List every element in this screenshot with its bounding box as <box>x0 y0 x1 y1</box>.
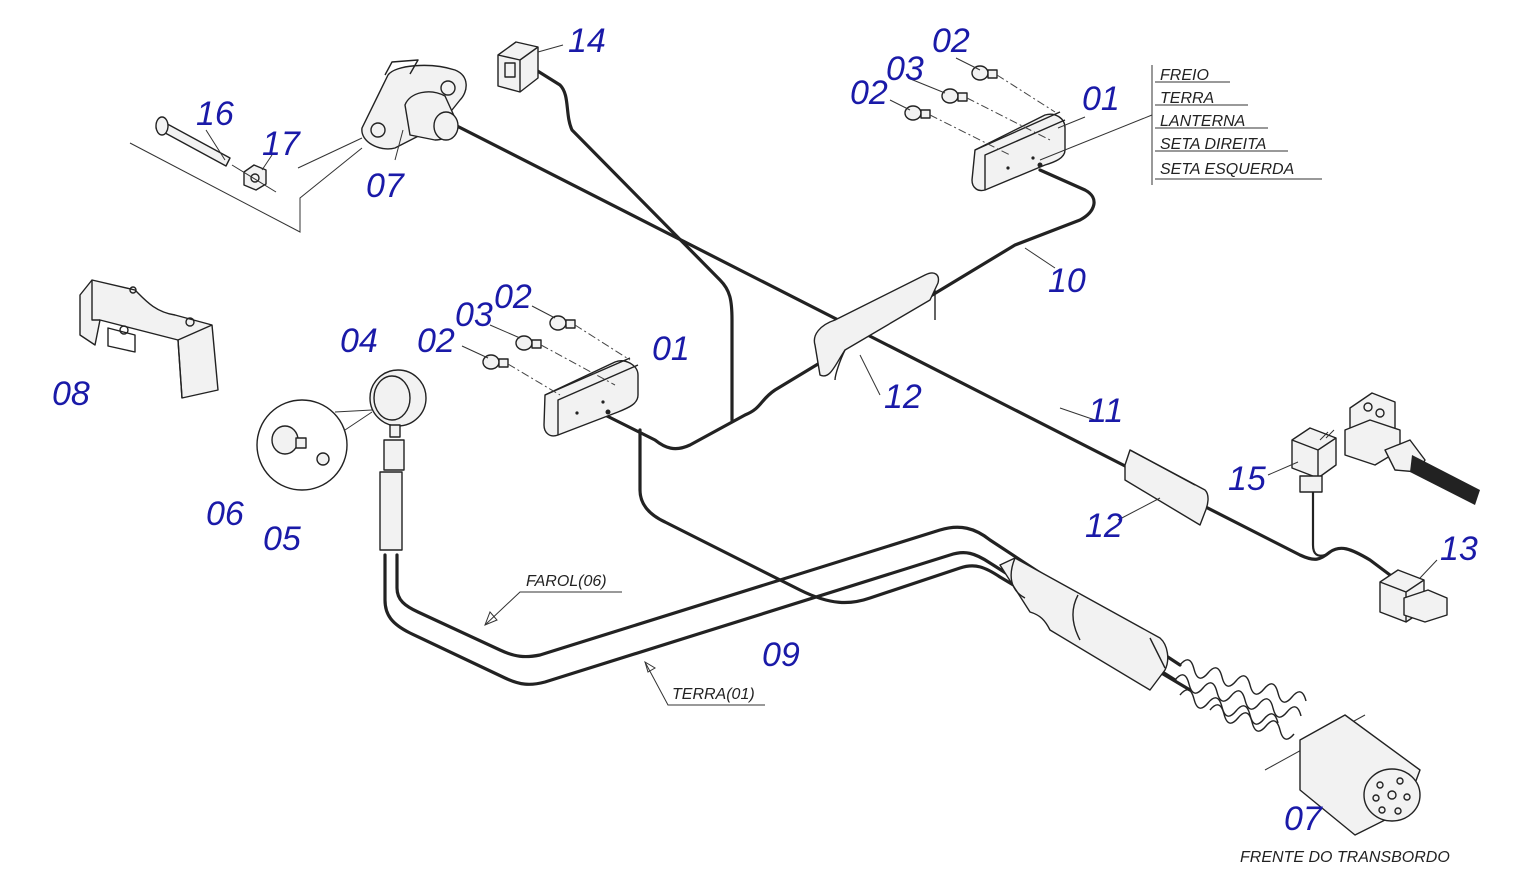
callout-12-b: 12 <box>1085 507 1123 545</box>
callout-10: 10 <box>1048 262 1086 300</box>
wire-label-terra: TERRA(01) <box>644 660 765 706</box>
callout-03-mid: 03 <box>455 296 493 334</box>
sleeve-12-b <box>1124 449 1209 526</box>
callout-02-mid-b: 02 <box>417 322 455 360</box>
wire-10 <box>603 168 1096 451</box>
callout-05: 05 <box>263 520 301 558</box>
wire-14 <box>518 58 734 422</box>
callout-04: 04 <box>340 322 378 360</box>
legend-seta-esquerda: SETA ESQUERDA <box>1160 161 1294 178</box>
connector-13 <box>1379 569 1448 623</box>
connector-15 <box>1291 427 1337 493</box>
wire-11 <box>453 123 1392 577</box>
callout-03-top: 03 <box>886 50 924 88</box>
nut-17 <box>231 164 277 193</box>
bulb-detail <box>256 399 373 491</box>
bracket-08 <box>79 279 219 399</box>
caption: FRENTE DO TRANSBORDO <box>1240 849 1450 866</box>
callout-13: 13 <box>1440 530 1478 568</box>
wire-label-farol: FAROL(06) <box>484 573 622 626</box>
callout-07-top: 07 <box>366 167 405 205</box>
lamp-01-top <box>971 111 1066 192</box>
wire-legend: FREIO TERRA LANTERNA SETA DIREITA SETA E… <box>1039 65 1322 185</box>
callout-08: 08 <box>52 375 90 413</box>
legend-terra: TERRA <box>1160 90 1214 107</box>
callout-01-top: 01 <box>1082 80 1120 118</box>
callout-01-mid: 01 <box>652 330 690 368</box>
wire-trunk <box>638 428 1192 692</box>
callout-15: 15 <box>1228 460 1266 498</box>
legend-lanterna: LANTERNA <box>1160 113 1245 130</box>
socket-07-top <box>361 59 467 150</box>
legend-freio: FREIO <box>1160 67 1209 84</box>
plug-07-bottom <box>1264 714 1421 836</box>
bulbs-top <box>889 57 1056 156</box>
callout-16: 16 <box>196 95 234 133</box>
sleeve-trunk <box>999 557 1169 691</box>
callout-12-a: 12 <box>884 378 922 416</box>
callout-14: 14 <box>568 22 606 60</box>
callout-02-top-b: 02 <box>850 74 888 112</box>
callout-07-bottom: 07 <box>1284 800 1323 838</box>
callout-06: 06 <box>206 495 244 533</box>
spring <box>1174 659 1307 740</box>
callout-09: 09 <box>762 636 800 674</box>
callout-02-mid-a: 02 <box>494 278 532 316</box>
sleeve-12-a <box>813 272 940 381</box>
wire-09-a <box>395 525 1182 667</box>
headlamp-04 <box>369 369 427 551</box>
wire-15 <box>1311 488 1327 557</box>
callout-11: 11 <box>1088 392 1123 430</box>
svg-text:TERRA(01): TERRA(01) <box>672 686 755 703</box>
svg-text:FAROL(06): FAROL(06) <box>526 573 607 590</box>
wire-09-b <box>383 551 1177 686</box>
callout-02-top-a: 02 <box>932 22 970 60</box>
connector-14 <box>497 41 539 93</box>
lamp-01-mid <box>543 357 639 437</box>
callout-17: 17 <box>262 125 301 163</box>
bolt-16 <box>129 116 363 233</box>
legend-seta-direita: SETA DIREITA <box>1160 136 1266 153</box>
bulbs-mid <box>461 305 631 396</box>
connector-socket-right <box>1344 392 1480 505</box>
